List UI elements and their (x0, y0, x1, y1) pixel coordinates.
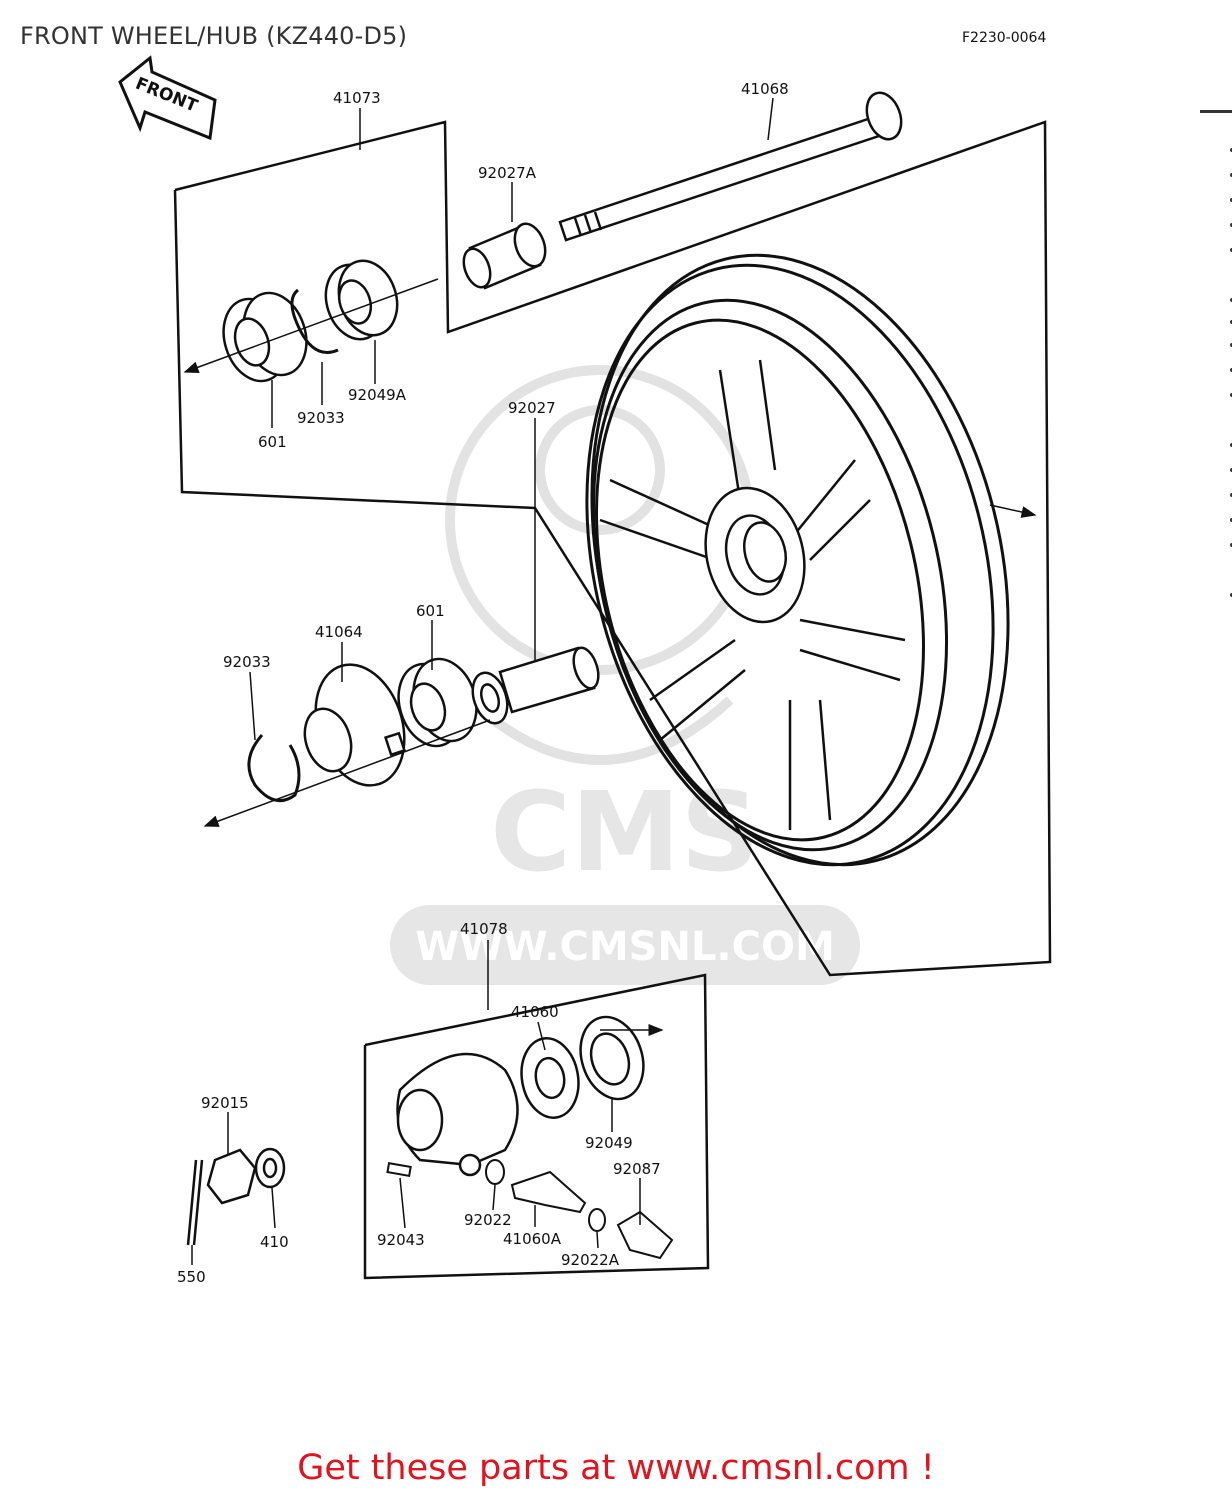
part-label-41064[interactable]: 41064 (315, 623, 363, 641)
washer-410 (254, 1147, 286, 1189)
washer-92022A (588, 1208, 606, 1232)
speedometer-gear-41060 (520, 1037, 580, 1119)
axle-41068 (558, 91, 903, 242)
watermark-banner (390, 905, 860, 985)
part-labels: 41073 41068 92027A 92049A 92033 601 9202… (177, 80, 789, 1286)
front-wheel-spokes (599, 359, 906, 830)
bushing-92087 (616, 1210, 674, 1260)
hub-cover-41064 (303, 663, 407, 787)
part-label-601-upper[interactable]: 601 (258, 433, 287, 451)
pinion-gear-41060A (510, 1170, 587, 1214)
front-arrow-icon (118, 55, 217, 141)
leader-lines (191, 97, 774, 1265)
part-label-92033-upper[interactable]: 92033 (297, 409, 345, 427)
part-label-41073[interactable]: 41073 (333, 89, 381, 107)
part-label-550[interactable]: 550 (177, 1268, 206, 1286)
washer-92022 (485, 1159, 505, 1185)
assembly-axis-lower (203, 719, 491, 827)
front-wheel-rim (585, 253, 1010, 867)
index-bullets (1200, 110, 1232, 597)
circlip-92033-lower (247, 734, 301, 803)
pin-92043 (386, 1162, 412, 1178)
part-label-92043[interactable]: 92043 (377, 1231, 425, 1249)
part-label-92015[interactable]: 92015 (201, 1094, 249, 1112)
bearing-601-lower (397, 657, 478, 748)
part-label-41060A[interactable]: 41060A (503, 1230, 562, 1248)
page-title: FRONT WHEEL/HUB (KZ440-D5) (20, 22, 408, 50)
assembly-axis-upper (183, 278, 439, 373)
oil-seal-92049A (324, 259, 399, 341)
oil-seal-92049 (579, 1015, 645, 1101)
part-label-92049[interactable]: 92049 (585, 1134, 633, 1152)
front-wheel-hub (704, 486, 806, 624)
part-label-41060[interactable]: 41060 (511, 1003, 559, 1021)
collar-92027A (462, 222, 547, 290)
part-label-410[interactable]: 410 (260, 1233, 289, 1251)
part-label-601-lower[interactable]: 601 (416, 602, 445, 620)
assembly-axis-wheel (989, 504, 1037, 518)
axle-nut-92015 (206, 1148, 257, 1205)
part-label-92027A[interactable]: 92027A (478, 164, 537, 182)
group-outline-41078 (363, 973, 710, 1280)
bearing-601-upper (222, 291, 308, 383)
part-label-41068[interactable]: 41068 (741, 80, 789, 98)
part-label-92022A[interactable]: 92022A (561, 1251, 620, 1269)
speedometer-gear-housing (396, 1052, 519, 1177)
footer-link[interactable]: Get these parts at www.cmsnl.com ! (297, 1448, 935, 1488)
watermark-text: WWW.CMSNL.COM (415, 924, 835, 970)
part-label-92027[interactable]: 92027 (508, 399, 556, 417)
diagram-code: F2230-0064 (962, 30, 1047, 46)
cotter-pin-550 (186, 1159, 204, 1246)
watermark-logo-text: CMS (490, 768, 759, 896)
part-label-92049A[interactable]: 92049A (348, 386, 407, 404)
part-label-92087[interactable]: 92087 (613, 1160, 661, 1178)
group-outline-41073-upper (173, 120, 1052, 977)
part-label-92033-lower[interactable]: 92033 (223, 653, 271, 671)
part-label-41078[interactable]: 41078 (460, 920, 508, 938)
part-label-92022[interactable]: 92022 (464, 1211, 512, 1229)
front-direction-arrow: FRONT (118, 55, 217, 141)
collar-92027 (498, 646, 600, 714)
